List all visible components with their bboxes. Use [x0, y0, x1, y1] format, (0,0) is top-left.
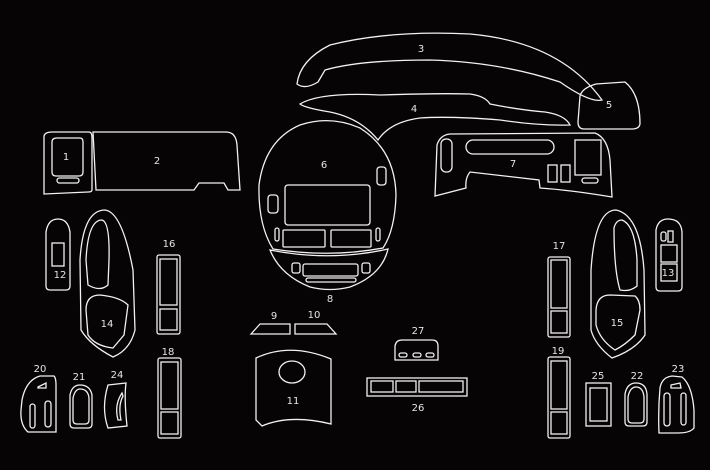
part-label-14: 14: [101, 319, 114, 330]
part-label-1: 1: [63, 152, 69, 163]
part-18: 18: [157, 347, 182, 439]
part-label-17: 17: [553, 241, 566, 252]
part-label-8: 8: [327, 294, 333, 305]
part-label-16: 16: [163, 239, 176, 250]
part-21: 21: [69, 372, 93, 429]
part-20: 20: [20, 364, 57, 433]
part-label-6: 6: [321, 160, 327, 171]
part-label-11: 11: [287, 396, 300, 407]
part-label-27: 27: [412, 326, 425, 337]
part-23: 23: [658, 364, 695, 434]
part-label-2: 2: [154, 156, 160, 167]
part-15: 15: [590, 209, 646, 359]
part-label-10: 10: [308, 310, 321, 321]
part-17: 17: [547, 241, 571, 338]
part-11: 11: [255, 349, 332, 427]
part-label-9: 9: [271, 311, 277, 322]
part-5: 5: [577, 81, 641, 130]
part-3: 3: [296, 32, 604, 102]
part-7: 7: [434, 132, 613, 198]
part-24: 24: [103, 370, 128, 429]
part-22: 22: [624, 371, 648, 427]
part-26: 26: [366, 377, 468, 414]
part-10: 10: [294, 310, 338, 335]
part-13: 13: [655, 218, 683, 292]
part-label-5: 5: [606, 100, 612, 111]
part-16: 16: [156, 239, 181, 335]
part-12: 12: [45, 218, 71, 291]
part-2: 2: [92, 131, 241, 191]
part-label-20: 20: [34, 364, 47, 375]
part-label-15: 15: [611, 318, 624, 329]
part-label-24: 24: [111, 370, 124, 381]
part-label-21: 21: [73, 372, 86, 383]
part-label-12: 12: [54, 270, 67, 281]
part-label-22: 22: [631, 371, 644, 382]
part-label-19: 19: [552, 346, 565, 357]
part-19: 19: [547, 346, 571, 439]
part-25: 25: [585, 371, 612, 427]
part-label-3: 3: [418, 44, 424, 55]
part-label-4: 4: [411, 104, 417, 115]
part-label-26: 26: [412, 403, 425, 414]
part-6: 6: [258, 120, 397, 254]
part-label-18: 18: [162, 347, 175, 358]
part-9: 9: [249, 311, 291, 335]
part-1: 1: [43, 131, 93, 195]
part-8: 8: [268, 248, 389, 305]
part-14: 14: [79, 209, 136, 358]
part-label-13: 13: [662, 268, 675, 279]
part-27: 27: [394, 326, 439, 361]
part-label-23: 23: [672, 364, 685, 375]
part-label-25: 25: [592, 371, 605, 382]
part-label-7: 7: [510, 159, 516, 170]
part-4: 4: [298, 93, 572, 142]
